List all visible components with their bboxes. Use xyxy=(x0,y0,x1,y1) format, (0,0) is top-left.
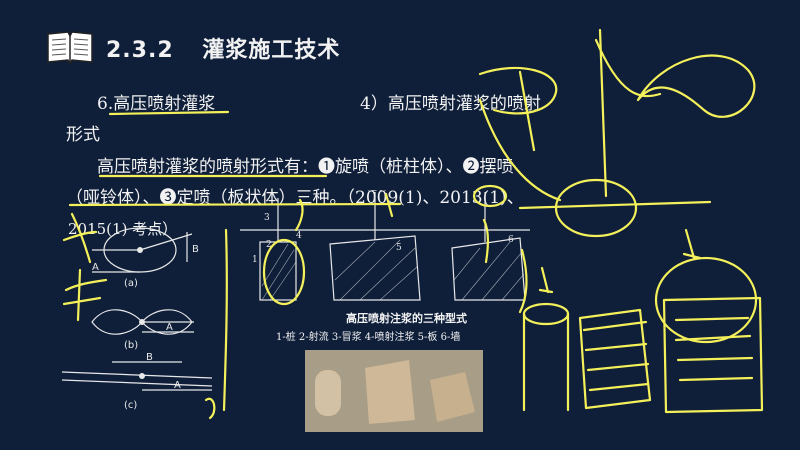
dim-a: A xyxy=(92,262,99,273)
callout-3: 3 xyxy=(264,213,270,223)
center-point xyxy=(137,247,143,253)
spray-pattern-diagram: (a) (b) (c) B A A B A xyxy=(62,227,213,411)
subheading: 4）高压喷射灌浆的喷射 xyxy=(360,94,541,114)
model-shapes xyxy=(315,360,475,424)
label-a: (a) xyxy=(124,278,138,289)
callout-5: 5 xyxy=(396,243,402,253)
center-point xyxy=(139,373,145,379)
subheading-continued: 形式 xyxy=(66,125,100,145)
label-b: (b) xyxy=(124,340,138,351)
dim-a-c: A xyxy=(174,380,181,391)
figure-caption: 高压喷射注浆的三种型式 xyxy=(346,312,467,325)
dim-a-b: A xyxy=(166,322,173,333)
book-icon xyxy=(47,31,93,66)
slide-title: 2.3.2 灌浆施工技术 xyxy=(106,32,340,64)
callout-2: 2 xyxy=(266,240,272,250)
figure-legend: 1-桩 2-射流 3-冒浆 4-喷射注浆 5-板 6-墙 xyxy=(276,332,461,343)
center-point xyxy=(139,319,145,325)
label-c: (c) xyxy=(124,400,137,411)
grouting-forms-diagram: 定喷 3 2 1 4 5 6 xyxy=(240,190,530,301)
item-heading: 6.高压喷射灌浆 xyxy=(97,94,216,114)
dim-b-c: B xyxy=(146,352,153,363)
dim-b: B xyxy=(192,244,199,255)
callout-6: 6 xyxy=(508,235,514,245)
callout-1: 1 xyxy=(252,255,258,265)
callout-4: 4 xyxy=(296,231,302,241)
paragraph-line-1: 高压喷射灌浆的喷射形式有：❶旋喷（桩柱体）、❷摆喷 xyxy=(97,157,514,177)
model-photo xyxy=(305,350,483,432)
section-title: 灌浆施工技术 xyxy=(202,38,341,63)
section-number: 2.3.2 xyxy=(106,38,174,63)
top-label: 定喷 xyxy=(368,190,386,193)
